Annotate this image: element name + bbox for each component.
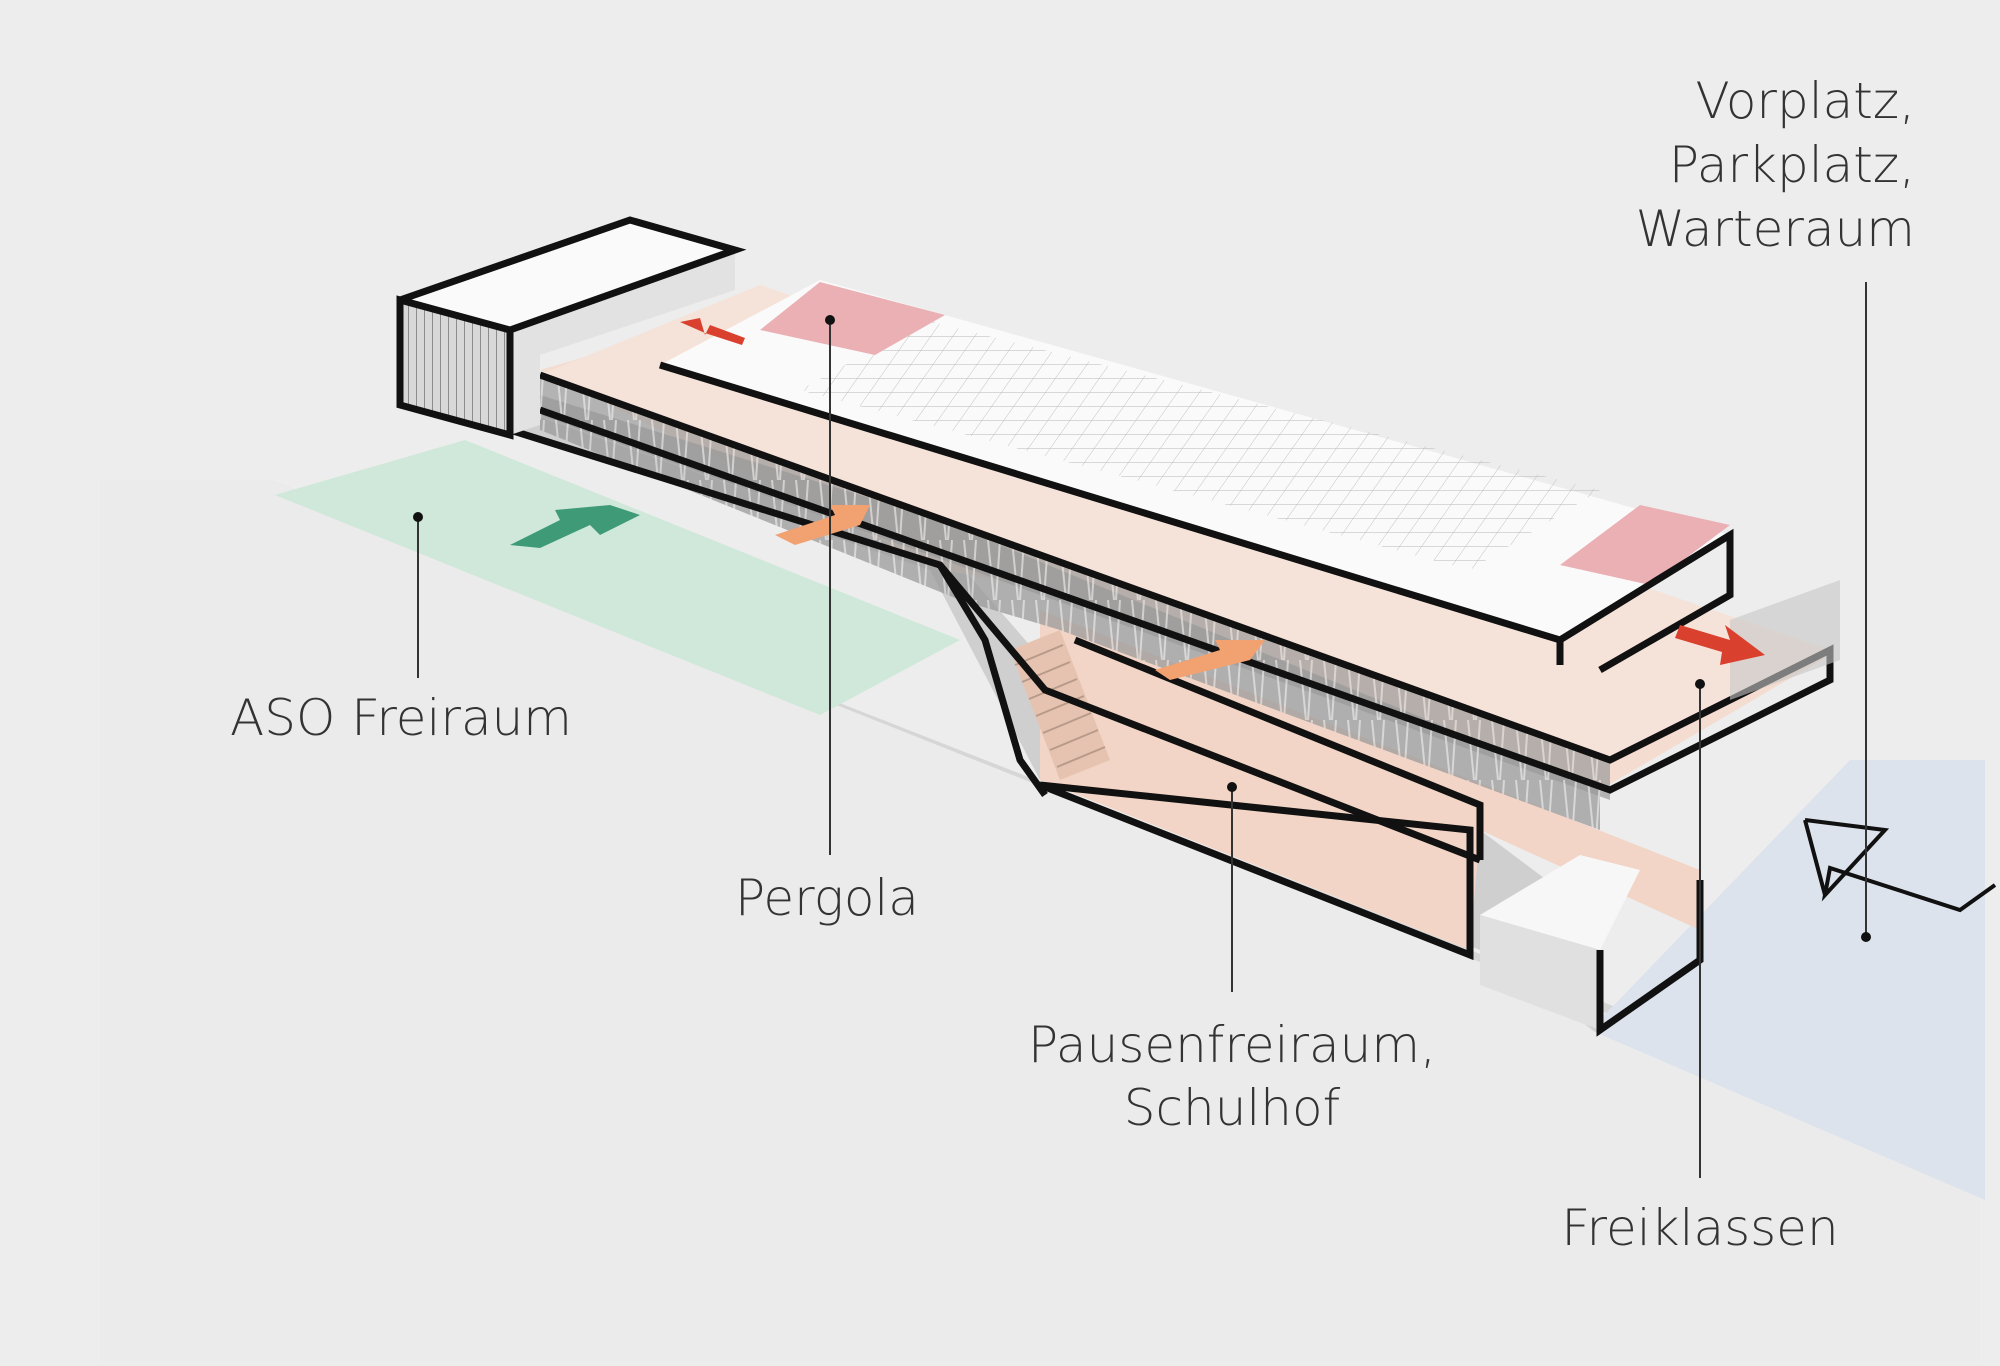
upper-slab-edge bbox=[538, 371, 1834, 794]
leader-freiklassen bbox=[1695, 679, 1705, 1178]
leader-dot bbox=[413, 512, 423, 522]
leader-aso bbox=[413, 512, 423, 678]
roof-pink-zone-right bbox=[1560, 505, 1730, 585]
red-arrow-right bbox=[1675, 625, 1765, 665]
middle-slab-edge bbox=[508, 426, 1482, 864]
entrance-plaza bbox=[1590, 760, 1985, 1200]
leader-dot bbox=[1227, 782, 1237, 792]
leader-dot bbox=[1861, 932, 1871, 942]
pausenhof-edge bbox=[1038, 781, 1474, 961]
stair bbox=[1010, 630, 1110, 780]
red-arrow-top bbox=[680, 318, 745, 345]
label-vorplatz-line1: Vorplatz, bbox=[1696, 72, 1915, 130]
label-pausenfreiraum-line2: Schulhof bbox=[1124, 1079, 1341, 1137]
leader-dot bbox=[825, 315, 835, 325]
label-aso-freiraum: ASO Freiraum bbox=[230, 689, 572, 747]
label-pergola: Pergola bbox=[735, 869, 919, 927]
left-tower bbox=[396, 216, 747, 440]
label-vorplatz-line3: Warteraum bbox=[1636, 200, 1915, 258]
terrace-edge bbox=[1073, 636, 1484, 860]
roof-edge bbox=[658, 361, 1734, 674]
label-vorplatz-line2: Parkplatz, bbox=[1669, 136, 1915, 194]
label-freiklassen: Freiklassen bbox=[1561, 1199, 1838, 1257]
orange-arrow-pergola bbox=[775, 505, 870, 545]
leader-vorplatz bbox=[1861, 282, 1871, 942]
label-pausenfreiraum-line1: Pausenfreiraum, bbox=[1028, 1016, 1436, 1074]
leader-dot bbox=[1695, 679, 1705, 689]
green-arrow bbox=[510, 505, 640, 548]
roof-grid bbox=[800, 320, 1600, 570]
leader-pergola bbox=[825, 315, 835, 855]
aso-green-zone bbox=[275, 440, 960, 715]
lower-curve-edge bbox=[936, 563, 1048, 798]
entrance-arrow-icon bbox=[1803, 818, 1997, 913]
roof-pink-zone-left bbox=[760, 282, 945, 355]
orange-arrow-terrace bbox=[1155, 640, 1265, 680]
right-end-block bbox=[1480, 580, 1840, 1037]
ground-plane bbox=[100, 480, 1980, 1361]
leader-pausen bbox=[1227, 782, 1237, 992]
